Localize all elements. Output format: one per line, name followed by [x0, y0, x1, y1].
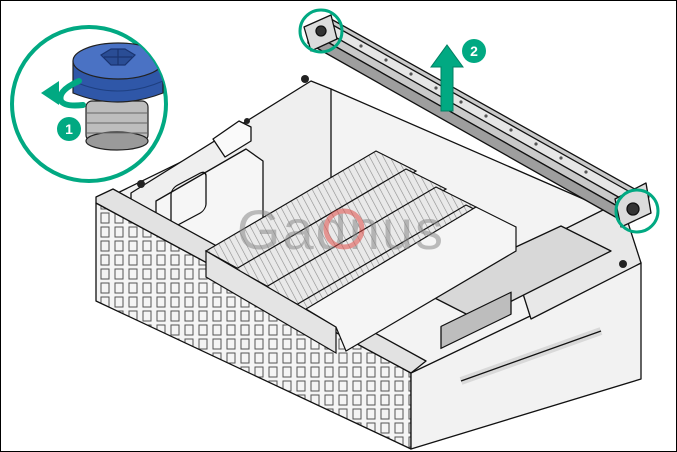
- heatsink-front-face: [205, 249, 337, 355]
- screw-highlight-right: [614, 188, 660, 234]
- thumbscrew-icon: [315, 25, 327, 37]
- watermark: Gadnus: [237, 198, 445, 261]
- divider-cutout: [170, 171, 207, 227]
- divider-handle: [212, 120, 252, 158]
- arrow-up-icon: [430, 44, 464, 112]
- screw-highlight-left: [298, 8, 344, 54]
- support-bracket: [303, 14, 652, 228]
- thumbscrew-icon: [72, 42, 164, 151]
- step-badge-1: 1: [57, 117, 81, 141]
- watermark-text: Gadnus: [237, 198, 445, 261]
- screw-icon: [301, 75, 309, 83]
- bracket-holes: [359, 44, 588, 174]
- step-number: 1: [65, 121, 73, 137]
- thumbscrew-icon: [626, 202, 640, 216]
- rotate-counterclockwise-arrow-icon: [41, 78, 86, 109]
- memory-slots: [440, 291, 512, 350]
- chassis-screws: [137, 75, 627, 268]
- zoom-inset: 1: [10, 25, 168, 183]
- screw-icon: [137, 180, 145, 188]
- step-badge-2: 2: [462, 39, 486, 63]
- watermark-power-icon: [323, 208, 365, 250]
- heatsink-1: [204, 150, 418, 274]
- screw-icon: [619, 260, 627, 268]
- gpu-heatsinks: [204, 150, 517, 355]
- heatsink-top-plate: [304, 206, 517, 352]
- screw-icon: [244, 118, 250, 124]
- step-number: 2: [470, 43, 478, 59]
